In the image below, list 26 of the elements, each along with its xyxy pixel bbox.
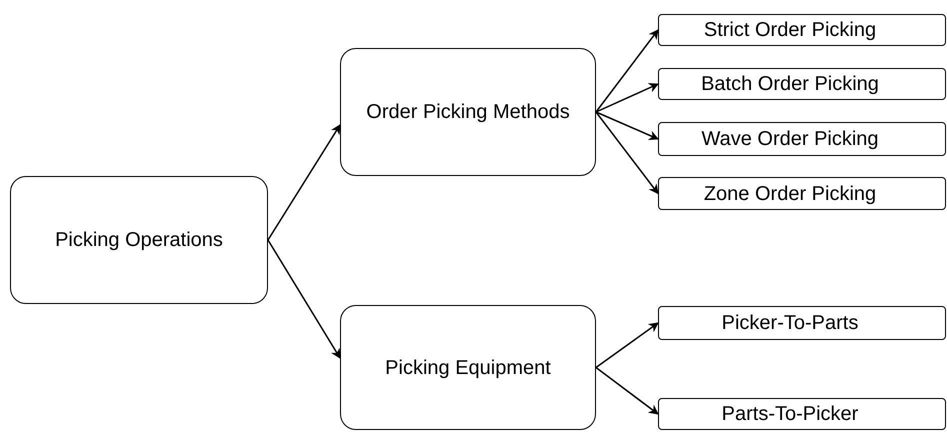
leaf-box bbox=[658, 306, 946, 340]
arrow bbox=[596, 83, 659, 113]
process-box bbox=[340, 48, 596, 176]
arrow bbox=[596, 111, 659, 140]
leaf-box bbox=[658, 177, 946, 210]
leaf-box bbox=[658, 398, 946, 430]
leaf-box bbox=[658, 122, 946, 156]
process-box bbox=[340, 305, 596, 430]
node-label: Wave Order Picking bbox=[701, 127, 879, 151]
leaf-box bbox=[658, 68, 946, 100]
node-label: Zone Order Picking bbox=[704, 182, 876, 206]
node-label: Batch Order Picking bbox=[701, 72, 879, 96]
arrow bbox=[267, 124, 341, 240]
node-label: Picking Operations bbox=[55, 228, 223, 253]
node-label: Picking Equipment bbox=[385, 356, 551, 380]
arrow bbox=[596, 322, 659, 368]
node-label: Picker-To-Parts bbox=[722, 311, 858, 335]
node-label: Order Picking Methods bbox=[366, 100, 570, 125]
arrow bbox=[596, 366, 659, 415]
arrow bbox=[595, 29, 659, 112]
arrow bbox=[267, 240, 341, 359]
node-label: Parts-To-Picker bbox=[722, 402, 858, 426]
process-box bbox=[10, 176, 268, 304]
arrow bbox=[595, 112, 659, 194]
node-label: Strict Order Picking bbox=[704, 18, 876, 42]
leaf-box bbox=[658, 14, 946, 46]
